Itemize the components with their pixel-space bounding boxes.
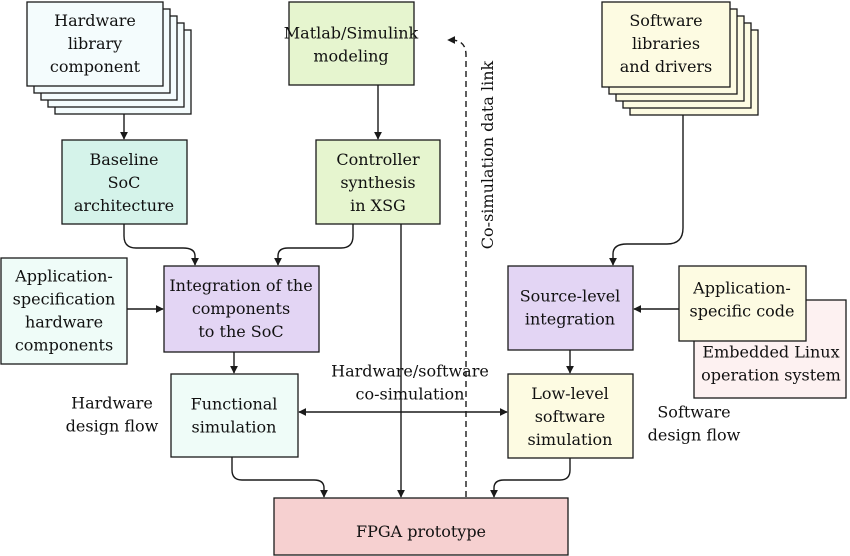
text-line: Embedded Linux bbox=[702, 343, 839, 362]
fpga-node: FPGA prototype bbox=[273, 497, 569, 556]
text-line: specification bbox=[13, 290, 116, 309]
text-line: component bbox=[50, 57, 141, 76]
text-line: Functional bbox=[191, 395, 278, 414]
text-line: Matlab/Simulink bbox=[284, 24, 419, 43]
functional-box bbox=[170, 373, 299, 458]
matlab-node: Matlab/Simulink modeling bbox=[284, 1, 419, 86]
controller-label: Controller synthesis in XSG bbox=[336, 150, 420, 215]
text-line: Integration of the bbox=[169, 276, 312, 295]
text-line: to the SoC bbox=[198, 322, 283, 341]
fpga-box bbox=[273, 497, 569, 556]
software-libraries-box bbox=[601, 1, 731, 88]
matlab-box bbox=[288, 1, 415, 86]
text-line: hardware bbox=[25, 313, 103, 332]
integration-label: Integration of the components to the SoC bbox=[169, 276, 312, 341]
text-line: Application- bbox=[692, 279, 791, 298]
edge-cosim-data-link bbox=[447, 36, 467, 497]
hardware-library-stack: Hardware library component bbox=[26, 1, 192, 115]
app-spec-hw-box bbox=[0, 257, 128, 365]
source-level-box bbox=[507, 265, 634, 351]
text-line: FPGA prototype bbox=[356, 522, 486, 541]
integration-node: Integration of the components to the SoC bbox=[163, 265, 320, 353]
fpga-label: FPGA prototype bbox=[356, 522, 486, 541]
edge-baseline-to-integration bbox=[123, 224, 199, 266]
edges bbox=[120, 36, 684, 498]
cosim-link-label: Co-simulation data link bbox=[478, 61, 497, 250]
software-libraries-label: Software libraries and drivers bbox=[620, 11, 713, 76]
low-level-label: Low-level software simulation bbox=[528, 384, 613, 449]
app-specific-node: Application-specific code bbox=[678, 265, 807, 342]
hardware-library-label: Hardware library component bbox=[50, 11, 141, 76]
software-libraries-stack: Software libraries and drivers bbox=[601, 1, 759, 116]
text-line: library bbox=[68, 34, 122, 53]
text-line: Application- bbox=[14, 267, 113, 286]
text-line: Software bbox=[657, 403, 730, 422]
text-line: components bbox=[192, 299, 290, 318]
matlab-label: Matlab/Simulink modeling bbox=[284, 24, 419, 66]
text-line: design flow bbox=[66, 417, 159, 436]
text-line: Hardware/software bbox=[331, 362, 489, 381]
edge-lowlevel-to-fpga bbox=[490, 458, 571, 498]
source-level-label: Source-level integration bbox=[520, 287, 621, 329]
low-level-box bbox=[507, 373, 634, 459]
text-line: libraries bbox=[632, 34, 700, 53]
text-line: integration bbox=[525, 310, 615, 329]
text-line: specific code bbox=[689, 302, 794, 321]
controller-box bbox=[315, 139, 441, 225]
text-line: components bbox=[15, 336, 113, 355]
sw-design-flow-label: Software design flow bbox=[648, 403, 741, 445]
hardware-library-box bbox=[26, 1, 164, 87]
text-line: architecture bbox=[74, 196, 174, 215]
text-line: co-simulation bbox=[356, 385, 465, 404]
text-line: Hardware bbox=[71, 394, 153, 413]
functional-label: Functional simulation bbox=[191, 395, 278, 437]
embedded-linux-label: Embedded Linux operation system bbox=[701, 343, 841, 385]
text-line: modeling bbox=[313, 47, 388, 66]
baseline-box bbox=[61, 139, 188, 225]
low-level-node: Low-level software simulation bbox=[507, 373, 634, 459]
controller-node: Controller synthesis in XSG bbox=[315, 139, 441, 225]
edge-swlib-to-source bbox=[609, 115, 684, 266]
app-specific-label: Application-specific code bbox=[689, 279, 794, 321]
text-line: Software bbox=[629, 11, 702, 30]
app-spec-hw-node: Application-specification hardware compone… bbox=[0, 257, 128, 365]
text-line: Hardware bbox=[54, 11, 136, 30]
text-line: Low-level bbox=[531, 384, 609, 403]
text-line: in XSG bbox=[350, 196, 406, 215]
hw-sw-cosim-label: Hardware/software co-simulation bbox=[331, 362, 489, 404]
text-line: simulation bbox=[528, 430, 613, 449]
text-line: synthesis bbox=[340, 173, 415, 192]
text-line: Source-level bbox=[520, 287, 621, 306]
text-line: simulation bbox=[192, 418, 277, 437]
app-specific-box bbox=[678, 265, 807, 342]
edge-functional-to-fpga bbox=[231, 457, 328, 498]
text-line: operation system bbox=[701, 366, 841, 385]
text-line: design flow bbox=[648, 426, 741, 445]
source-level-node: Source-level integration bbox=[507, 265, 634, 351]
edge-controller-to-integration bbox=[274, 224, 354, 266]
text-line: Baseline bbox=[90, 150, 159, 169]
functional-node: Functional simulation bbox=[170, 373, 299, 458]
text-line: Controller bbox=[336, 150, 420, 169]
text-line: and drivers bbox=[620, 57, 713, 76]
app-spec-hw-label: Application-specification hardware compone… bbox=[13, 267, 116, 355]
text-line: software bbox=[535, 407, 606, 426]
text-line: SoC bbox=[108, 173, 141, 192]
hw-design-flow-label: Hardware design flow bbox=[66, 394, 159, 436]
integration-box bbox=[163, 265, 320, 353]
